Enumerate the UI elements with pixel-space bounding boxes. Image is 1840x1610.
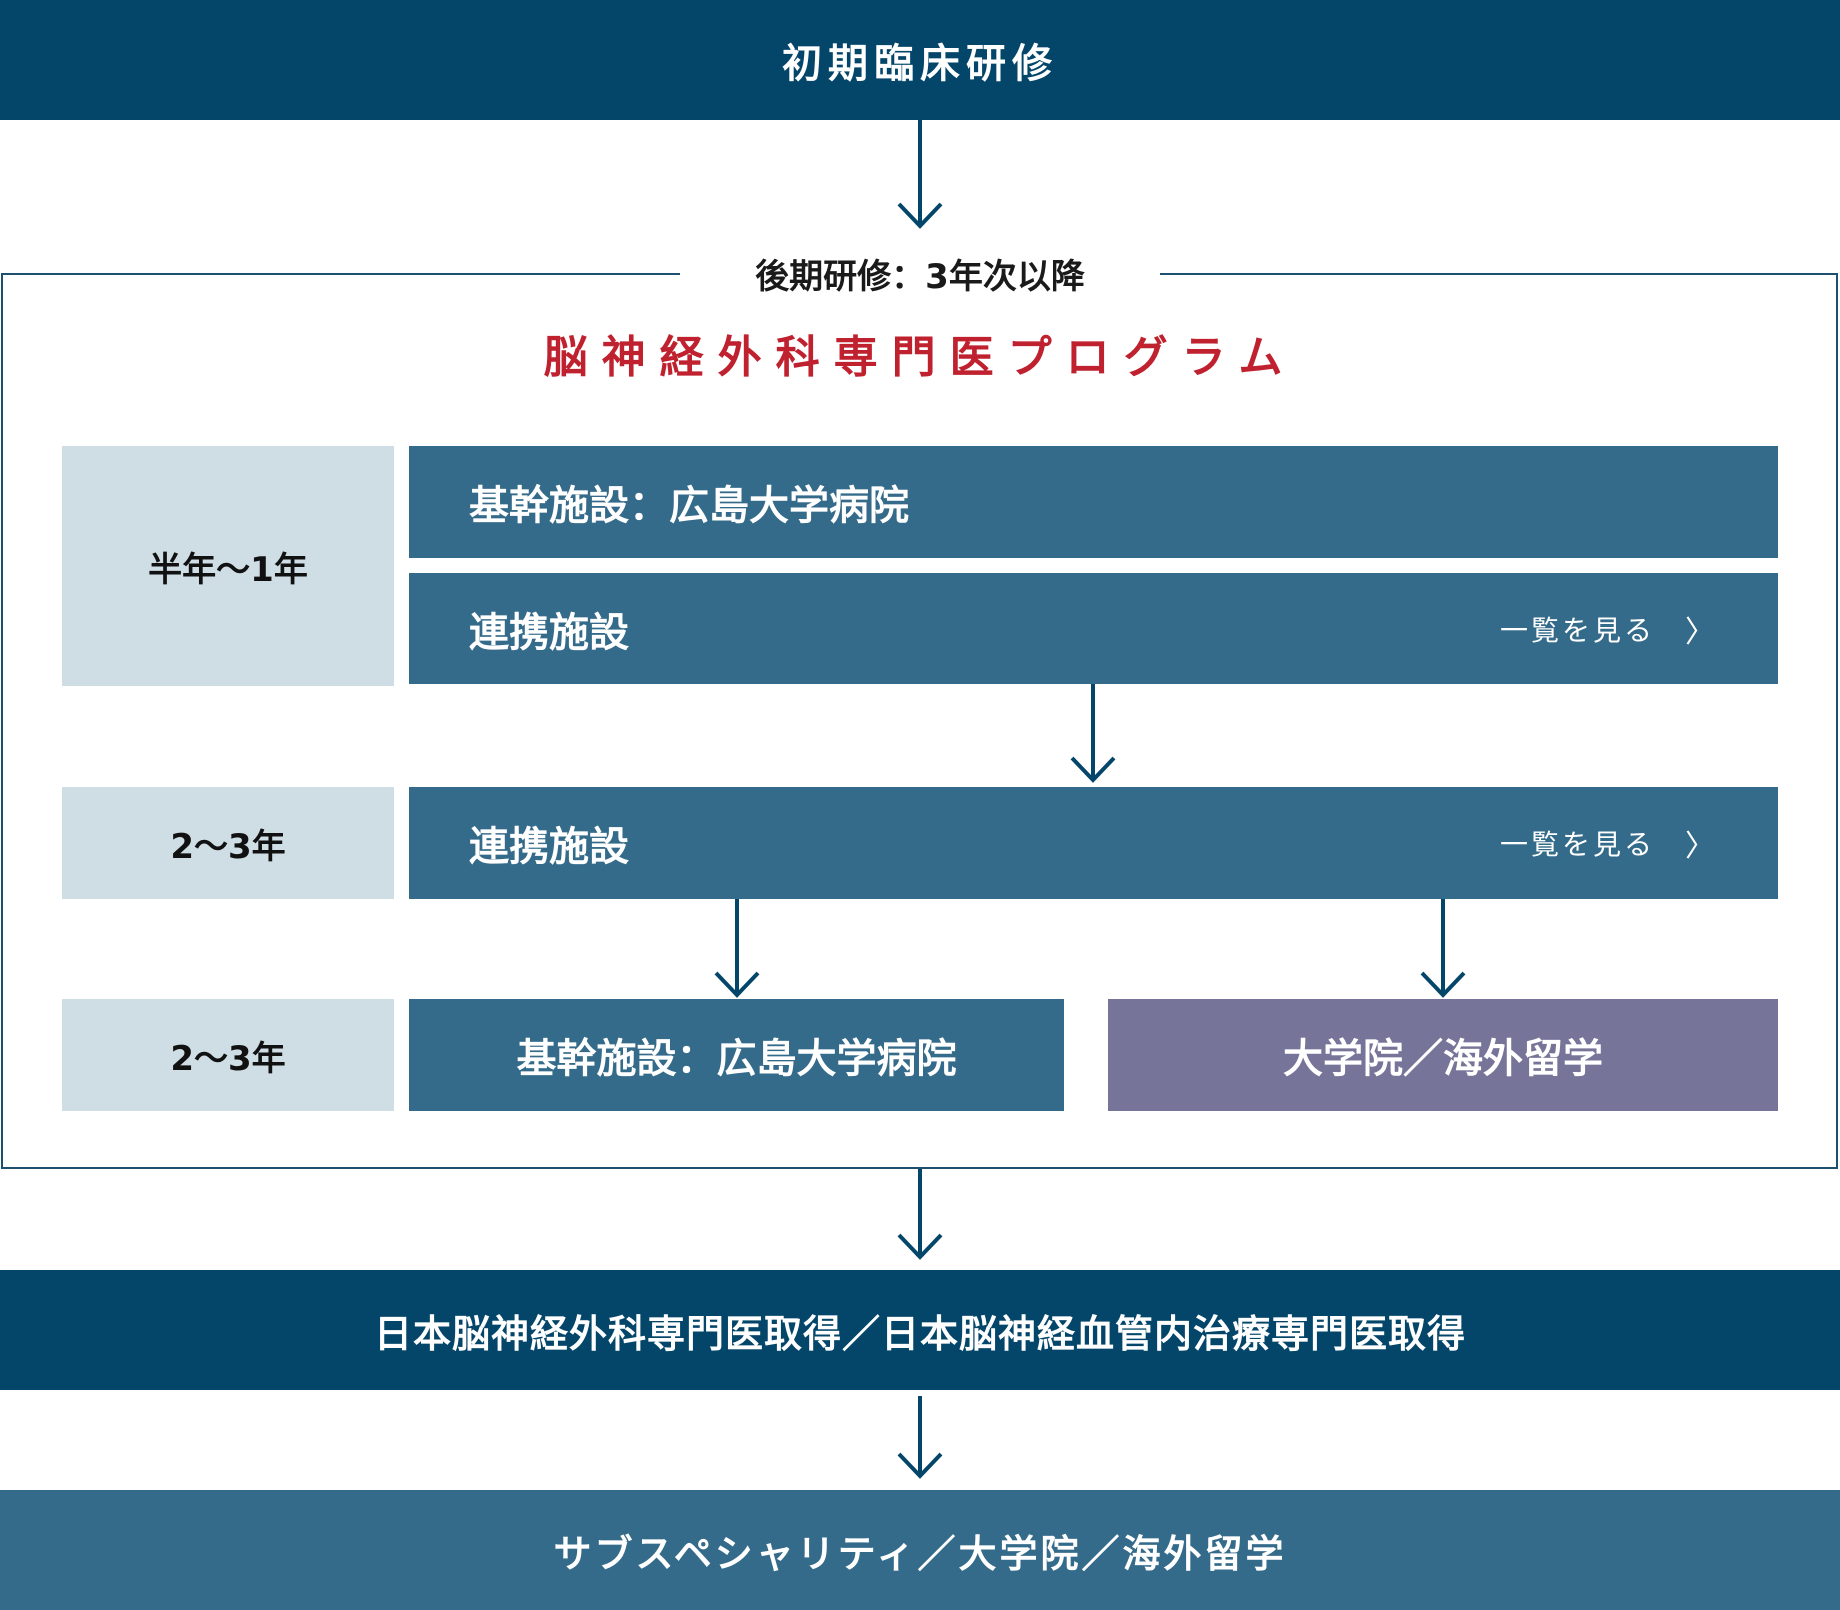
- stage-3-label: 2〜3年: [62, 999, 394, 1111]
- program-caption: 後期研修：3年次以降: [680, 245, 1160, 301]
- arrow-down-icon: [714, 899, 760, 998]
- arrow-down-icon: [1070, 684, 1116, 783]
- initial-training-band: 初期臨床研修: [0, 0, 1840, 120]
- arrow-down-icon: [897, 1169, 943, 1260]
- arrow-down-icon: [1420, 899, 1466, 998]
- stage-1-core-facility-box: 基幹施設：広島大学病院: [409, 446, 1778, 558]
- stage-3-graduate-school-title: 大学院／海外留学: [1283, 1036, 1603, 1082]
- stage-3-graduate-school-box: 大学院／海外留学: [1108, 999, 1778, 1111]
- arrow-down-icon: [897, 1396, 943, 1479]
- stage-1-affiliated-facility-title: 連携施設: [469, 609, 629, 656]
- subspecialty-label: サブスペシャリティ／大学院／海外留学: [553, 1531, 1287, 1576]
- chevron-right-icon: 〉: [1685, 829, 1718, 864]
- program-title: 脳神経外科専門医プログラム: [543, 332, 1297, 383]
- stage-1-affiliated-facility-box: 連携施設 一覧を見る 〉: [409, 573, 1778, 684]
- arrow-down-icon: [897, 120, 943, 229]
- stage-2-label: 2〜3年: [62, 787, 394, 899]
- stage-1-view-list-link[interactable]: 一覧を見る 〉: [1500, 573, 1718, 684]
- stage-3-core-facility-title: 基幹施設：広島大学病院: [516, 1036, 957, 1082]
- stage-2-affiliated-facility-box: 連携施設 一覧を見る 〉: [409, 787, 1778, 899]
- stage-2-affiliated-facility-title: 連携施設: [469, 824, 629, 870]
- chevron-right-icon: 〉: [1685, 614, 1718, 650]
- stage-1-core-facility-title: 基幹施設：広島大学病院: [469, 483, 909, 529]
- stage-3-core-facility-box: 基幹施設：広島大学病院: [409, 999, 1064, 1111]
- subspecialty-band: サブスペシャリティ／大学院／海外留学: [0, 1490, 1840, 1610]
- stage-1-label: 半年〜1年: [62, 446, 394, 686]
- view-list-label: 一覧を見る: [1499, 613, 1655, 647]
- stage-2-view-list-link[interactable]: 一覧を見る 〉: [1500, 787, 1718, 899]
- initial-training-label: 初期臨床研修: [782, 41, 1058, 87]
- certification-band: 日本脳神経外科専門医取得／日本脳神経血管内治療専門医取得: [0, 1270, 1840, 1390]
- view-list-label: 一覧を見る: [1499, 828, 1655, 861]
- certification-label: 日本脳神経外科専門医取得／日本脳神経血管内治療専門医取得: [373, 1311, 1466, 1356]
